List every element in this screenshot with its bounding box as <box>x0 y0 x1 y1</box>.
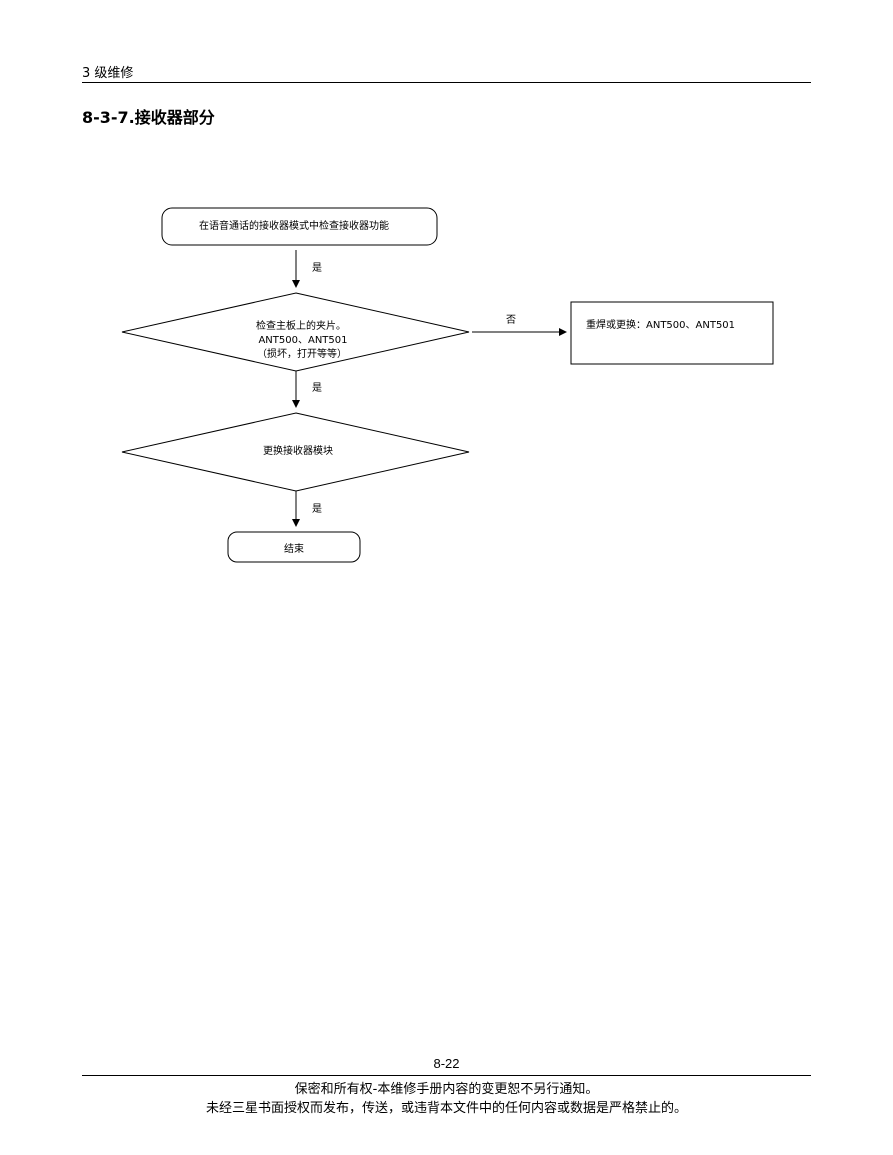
footer-copyright-line: 未经三星书面授权而发布，传送，或违背本文件中的任何内容或数据是严格禁止的。 <box>205 1101 687 1116</box>
decision-1-line-1: 检查主板上的夹片。 <box>256 319 346 332</box>
yes-label-3: 是 <box>312 503 322 515</box>
yes-label-2: 是 <box>312 382 322 394</box>
end-terminator <box>227 531 361 563</box>
section-title: 8-3-7.接收器部分 <box>82 108 215 127</box>
start-terminator <box>161 207 438 246</box>
decision-1-line-3: （损坏，打开等等） <box>257 347 347 360</box>
start-label: 在语音通话的接收器模式中检查接收器功能 <box>199 219 389 232</box>
footer-confidentiality-line: 保密和所有权-本维修手册内容的变更恕不另行通知。 <box>294 1082 599 1097</box>
no-label: 否 <box>506 314 516 326</box>
end-label: 结束 <box>284 542 304 555</box>
decision-1-line-2: ANT500、ANT501 <box>258 335 347 346</box>
action-no-box <box>570 301 774 365</box>
footer-divider <box>82 1075 811 1076</box>
page-number: 8-22 <box>433 1056 460 1071</box>
decision-2-label: 更换接收器模块 <box>263 444 333 457</box>
chapter-header: 3 级维修 <box>82 66 134 81</box>
header-divider <box>82 82 811 83</box>
yes-label-1: 是 <box>312 262 322 274</box>
action-no-label: 重焊或更换：ANT500、ANT501 <box>586 318 735 331</box>
